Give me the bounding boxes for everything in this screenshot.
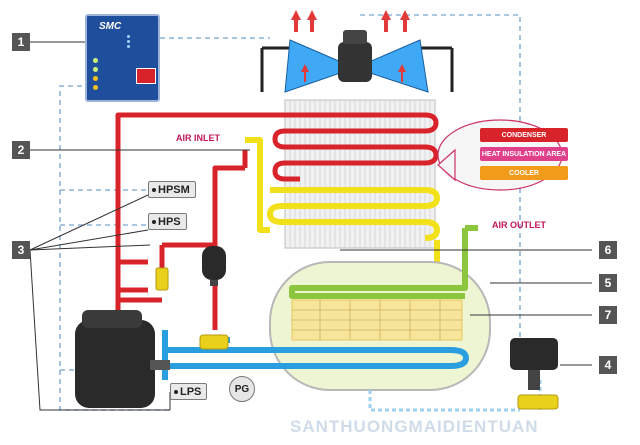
cooler-label: COOLER xyxy=(480,166,568,180)
pointer-lines xyxy=(29,41,592,411)
hps-switch: HPS xyxy=(148,213,187,230)
panel-indicator xyxy=(127,40,130,43)
lps-switch: LPS xyxy=(170,383,208,400)
panel-brand: SMC xyxy=(99,21,122,32)
panel-indicator xyxy=(93,58,98,63)
condenser-label: CONDENSER xyxy=(480,128,568,142)
hpsm-switch: HPSM xyxy=(148,181,196,198)
label-number-4: 4 xyxy=(599,356,617,374)
air-inlet-label: AIR INLET xyxy=(176,133,220,143)
panel-indicator xyxy=(127,35,130,38)
drain-valve-icon xyxy=(510,338,559,410)
label-number-6: 6 xyxy=(599,241,617,259)
compressor-icon xyxy=(75,310,170,408)
heat-insulation-label: HEAT INSULATION AREA xyxy=(480,147,568,161)
watermark: SANTHUONGMAIDIENTUAN xyxy=(290,417,539,436)
heat-out-arrows xyxy=(291,10,410,82)
air-outlet-label: AIR OUTLET xyxy=(492,220,546,230)
hpsm-label: HPSM xyxy=(158,183,190,196)
pin-icon xyxy=(174,389,178,394)
pin-icon xyxy=(152,219,156,224)
fan-icon xyxy=(260,30,454,93)
expansion-valve-icon xyxy=(155,267,229,350)
hps-label: HPS xyxy=(158,215,181,228)
pin-icon xyxy=(152,187,156,192)
control-panel: SMC xyxy=(85,14,160,102)
label-number-3: 3 xyxy=(12,241,30,259)
panel-indicator xyxy=(93,85,98,90)
panel-indicator xyxy=(93,76,98,81)
panel-indicator xyxy=(93,67,98,72)
air-dry-line xyxy=(289,225,478,299)
receiver-icon xyxy=(202,246,226,286)
label-number-1: 1 xyxy=(12,33,30,51)
panel-red-button xyxy=(136,68,156,84)
lps-label: LPS xyxy=(180,385,202,398)
pressure-gauge: PG xyxy=(229,376,255,402)
label-number-7: 7 xyxy=(599,306,617,324)
heat-exchanger xyxy=(284,99,436,249)
separator-tank xyxy=(269,261,491,391)
label-number-2: 2 xyxy=(12,141,30,159)
refrigerant-hot-line xyxy=(115,112,439,330)
panel-indicator xyxy=(127,45,130,48)
label-number-5: 5 xyxy=(599,274,617,292)
